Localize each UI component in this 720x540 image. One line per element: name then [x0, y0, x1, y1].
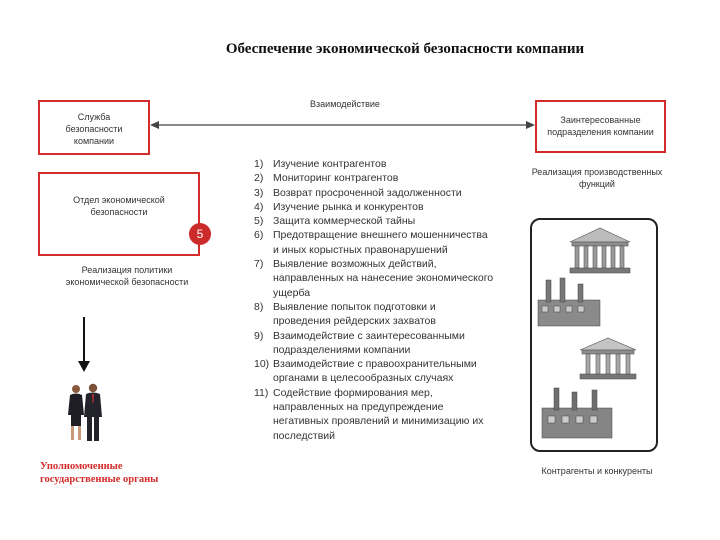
buildings-icon	[537, 227, 637, 439]
number-badge: 5	[189, 223, 211, 245]
list-item: 2)Мониторинг контрагентов	[254, 172, 399, 185]
list-item: 9)Взаимодействие с заинтересованными под…	[254, 329, 465, 356]
list-item: 11)Содействие формирования мер, направле…	[254, 386, 484, 442]
production-functions-label: Реализация производственных функций	[531, 167, 663, 189]
business-people-icon	[68, 383, 102, 441]
list-item: 8)Выявление попыток подготовки и проведе…	[254, 300, 436, 328]
list-item: 4)Изучение рынка и конкурентов	[254, 200, 424, 213]
departments-label: Заинтересованные подразделения компании	[547, 115, 654, 137]
departments-box: Заинтересованные подразделения компании	[535, 100, 666, 153]
economic-security-dept-label: Отдел экономической безопасности	[73, 195, 165, 217]
buildings-image-frame	[530, 218, 658, 452]
partners-competitors-label: Контрагенты и конкуренты	[541, 466, 653, 476]
list-item: 3)Возврат просроченной задолженности	[254, 186, 462, 199]
list-item: 7)Выявление возможных действий, направле…	[254, 258, 494, 299]
security-service-box: Служба безопасности компании	[38, 100, 150, 155]
security-service-label: Служба безопасности компании	[65, 112, 123, 146]
list-item: 6)Предотвращение внешнего мошенничества …	[254, 229, 488, 256]
interaction-arrow	[150, 121, 535, 129]
task-list: 1)Изучение контрагентов 2)Мониторинг кон…	[254, 157, 494, 443]
list-item: 1)Изучение контрагентов	[254, 158, 387, 170]
list-item: 10)Взаимодействие с правоохранительными …	[254, 358, 477, 385]
list-item: 5)Защита коммерческой тайны	[254, 215, 416, 228]
interaction-label: Взаимодействие	[310, 99, 380, 109]
page-title: Обеспечение экономической безопасности к…	[225, 41, 585, 57]
policy-label: Реализация политики экономической безопа…	[65, 265, 189, 287]
government-bodies-label: Уполномоченные государственные органы	[40, 461, 159, 485]
economic-security-dept-box: Отдел экономической безопасности	[38, 172, 200, 256]
down-arrow	[78, 317, 90, 372]
